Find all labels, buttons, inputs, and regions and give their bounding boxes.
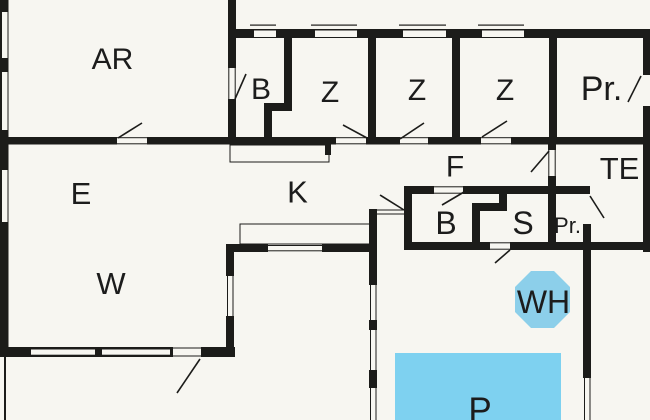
svg-text:P: P [468,391,491,420]
svg-text:B: B [435,205,456,241]
svg-text:WH: WH [517,284,570,320]
svg-text:Z: Z [321,76,339,109]
svg-text:AR: AR [92,43,134,76]
svg-text:F: F [446,151,464,184]
svg-text:Pr.: Pr. [581,70,623,108]
svg-text:Z: Z [408,74,426,107]
svg-text:Pr.: Pr. [554,213,581,238]
svg-text:Z: Z [496,74,514,107]
svg-text:E: E [71,176,92,211]
svg-text:TE: TE [600,151,640,186]
svg-text:W: W [96,266,126,301]
svg-text:S: S [512,205,533,241]
svg-text:B: B [251,73,271,106]
svg-text:K: K [287,175,308,210]
